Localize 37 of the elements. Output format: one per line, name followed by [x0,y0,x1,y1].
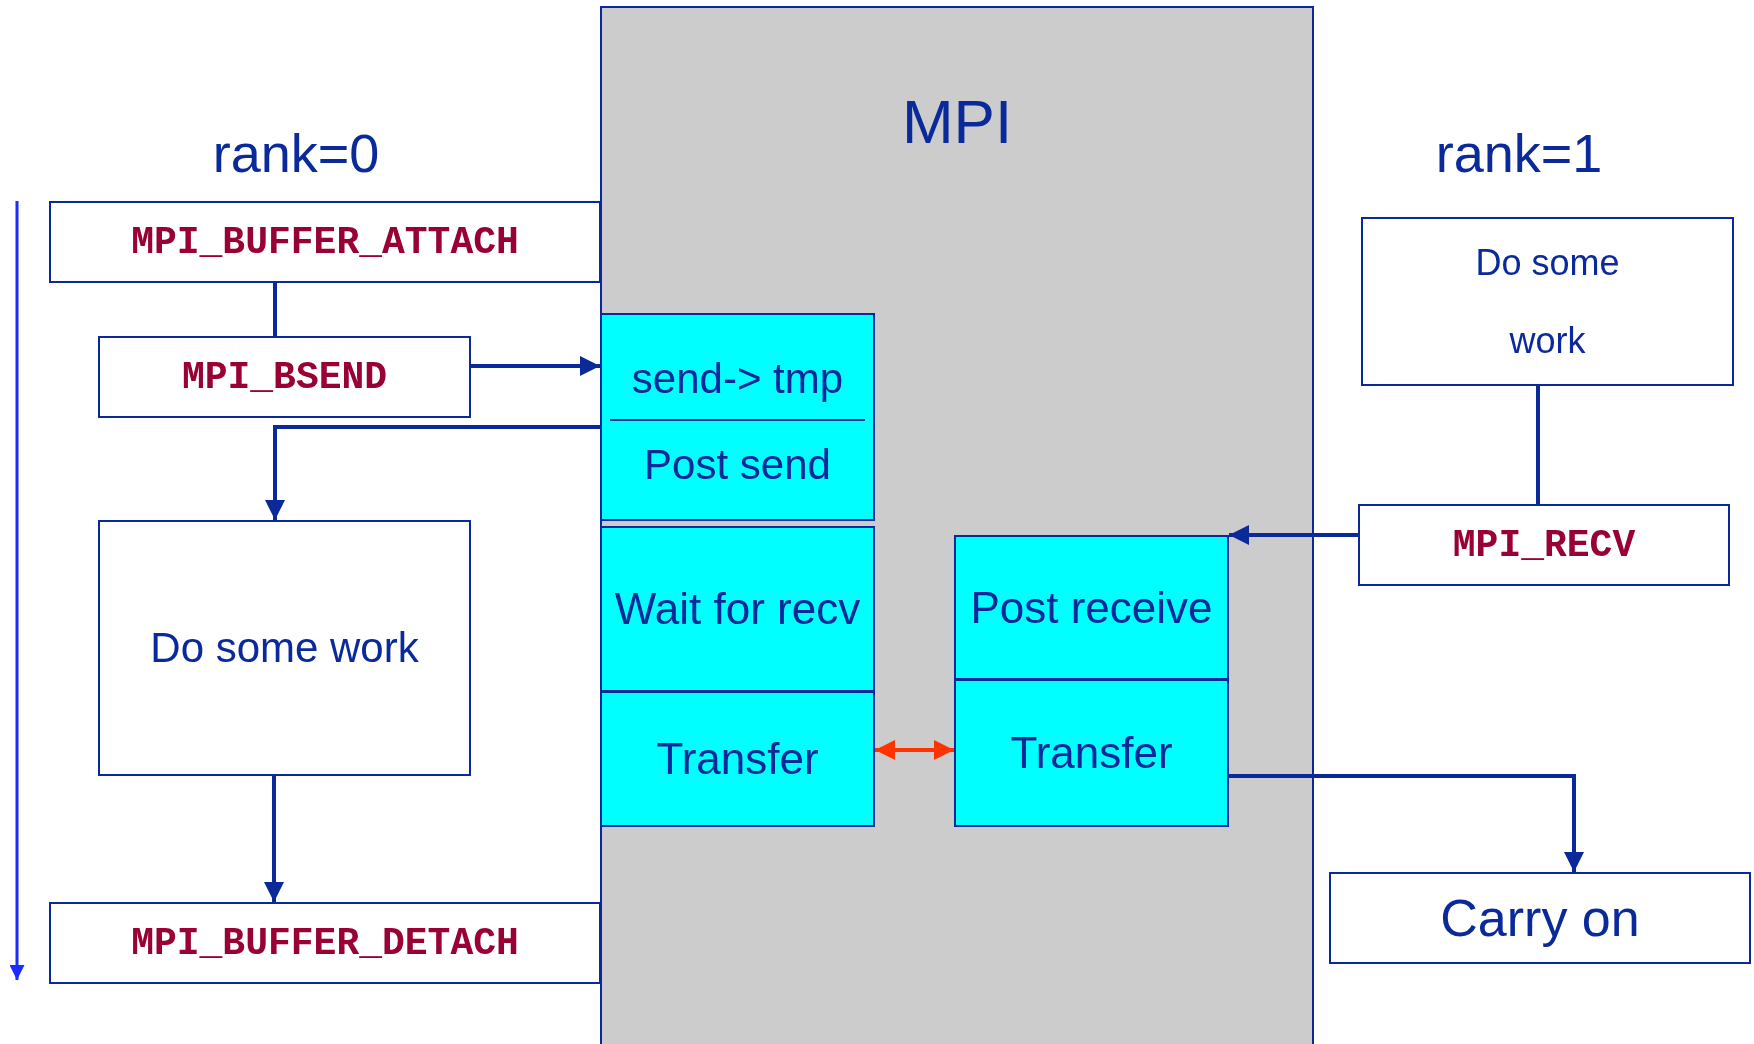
function-name: MPI_RECV [1452,523,1636,567]
box-text: Post receive [970,581,1213,634]
process-box [600,526,875,692]
function-name: MPI_BSEND [181,355,388,399]
rank-label: rank=1 [1435,122,1603,184]
function-name: MPI_BUFFER_ATTACH [131,220,519,264]
arrow [264,776,284,902]
box-text: Transfer [1010,727,1173,779]
box-text: Post send [643,440,832,490]
function-box [49,201,601,283]
arrow [471,356,600,376]
arrow [875,740,954,760]
mpi-panel [600,6,1314,1044]
connector-line [1536,386,1540,504]
box-text: Do some work [150,624,419,672]
process-box [600,691,875,827]
panel-title: MPI [901,86,1013,157]
box-text: Transfer [656,733,819,785]
box-text: send-> tmp [610,337,865,421]
function-box [1358,504,1730,586]
function-box [98,336,471,418]
process-box [600,313,875,521]
function-name: MPI_BUFFER_DETACH [131,921,519,965]
box-text: Carry on [1440,888,1640,948]
process-box [98,520,471,776]
process-box [954,535,1229,680]
process-box [1361,217,1734,386]
connector-line [273,283,277,336]
process-box [954,679,1229,827]
arrow [1229,774,1584,872]
process-box [1329,872,1751,964]
rank-label: rank=0 [212,122,380,184]
box-text: Wait for recv [614,583,861,635]
arrow [265,425,600,520]
function-box [49,902,601,984]
box-text: Do some work [1474,240,1621,363]
arrow [1229,525,1358,545]
